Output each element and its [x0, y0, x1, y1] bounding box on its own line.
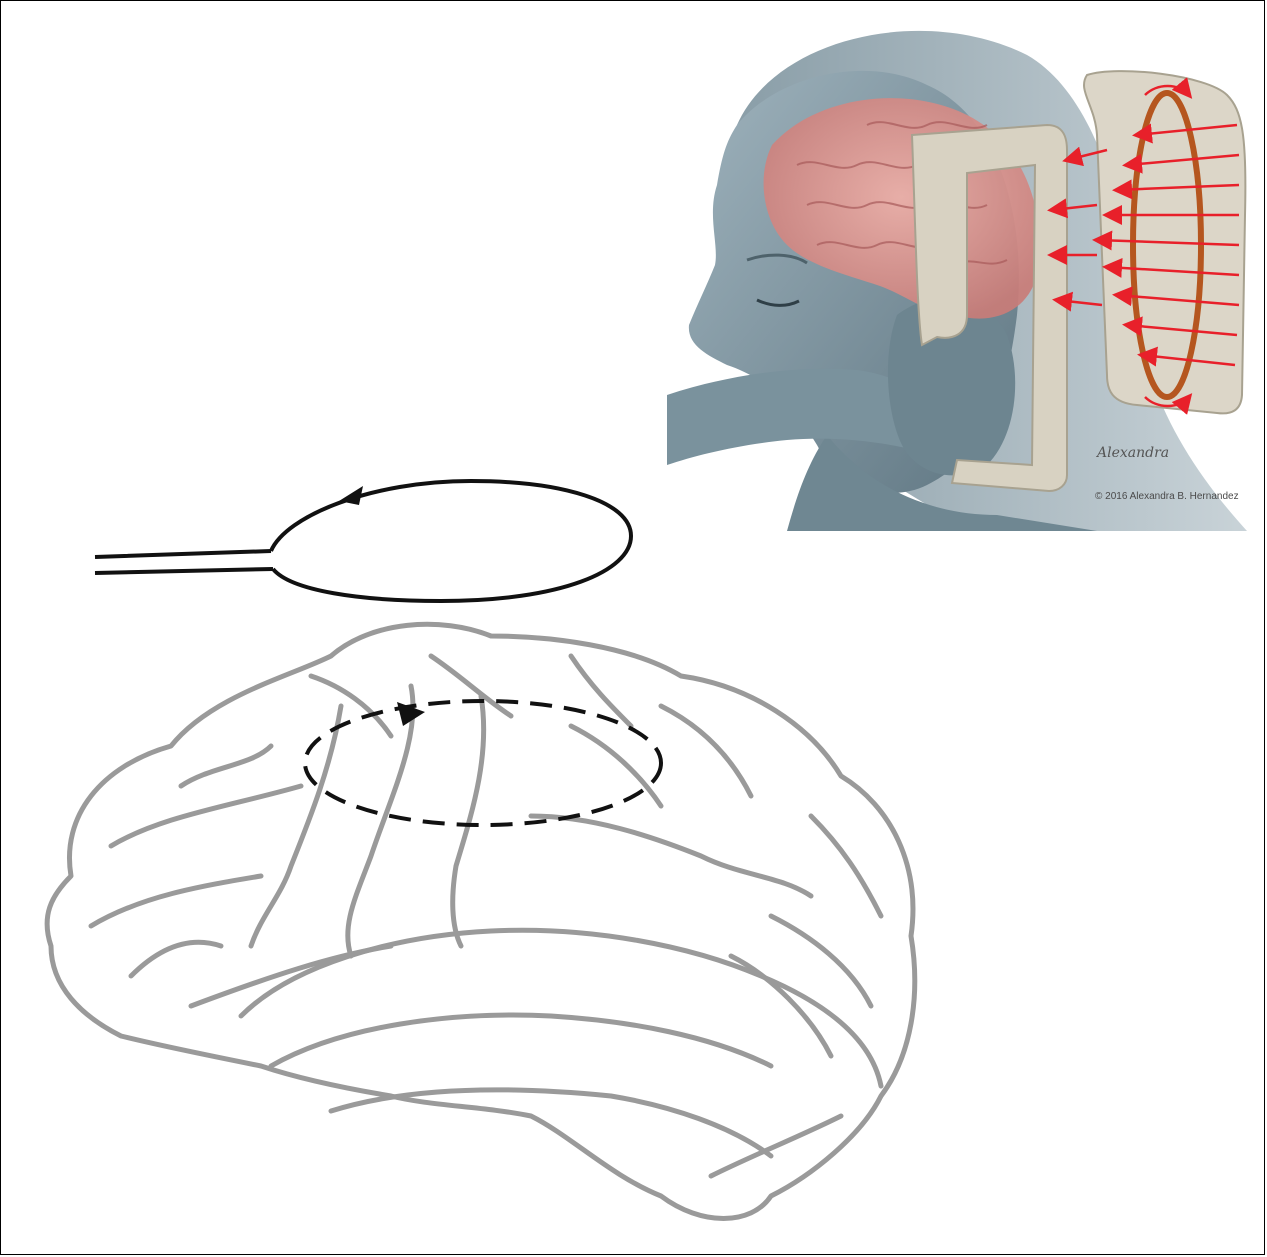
intraparietal-sulcus [531, 816, 811, 896]
frontal-fold-2 [181, 746, 271, 786]
coil-schematic [81, 461, 651, 621]
temporal-sulcus [271, 1015, 771, 1066]
central-sulcus [348, 686, 413, 956]
artist-signature: Alexandra [1097, 445, 1169, 461]
parietal-fold-2 [661, 706, 751, 796]
precentral-sulcus [251, 706, 341, 946]
temporal-lobe [241, 930, 881, 1086]
tms-illustration: Alexandra © 2016 Alexandra B. Hernandez [667, 15, 1255, 531]
top-fold [311, 676, 391, 736]
coil-loop [271, 481, 631, 601]
frontal-sulcus-superior [111, 786, 301, 846]
copyright-notice: © 2016 Alexandra B. Hernandez [1095, 491, 1239, 502]
postcentral-sulcus [453, 696, 484, 946]
frontal-gyrus-fold [131, 942, 221, 976]
occipital-fold [771, 916, 871, 1006]
sylvian-fissure [191, 946, 391, 1006]
top-fold-2 [431, 656, 511, 716]
coil-schematic-drawing [81, 461, 651, 621]
coil-lead-wires [95, 551, 273, 573]
brain-outline [47, 624, 915, 1218]
brain-schematic [11, 616, 971, 1246]
cerebellum-edge [711, 1116, 841, 1176]
brain-schematic-drawing [11, 616, 971, 1246]
occipital-fold-3 [811, 816, 881, 916]
frontal-sulcus-inferior [91, 876, 261, 926]
